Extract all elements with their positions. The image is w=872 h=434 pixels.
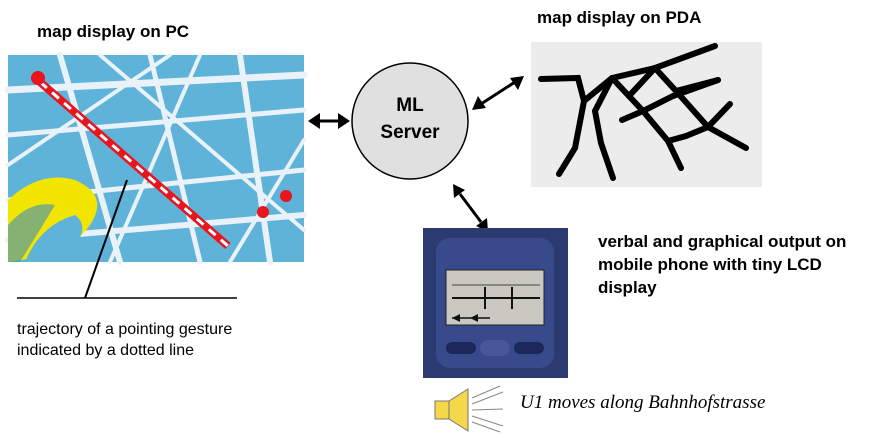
pda-map (531, 42, 762, 187)
gesture-caption: trajectory of a pointing gesture indicat… (17, 319, 357, 361)
ml-server-label-line1: ML (396, 95, 424, 116)
pc-map-title: map display on PC (37, 22, 190, 41)
pc-map (4, 52, 308, 265)
speaker-icon (434, 385, 504, 433)
gesture-pointer-line (84, 179, 128, 299)
arrow-server-mobile (453, 184, 488, 232)
arrow-server-pda (472, 76, 524, 110)
gesture-caption-line2: indicated by a dotted line (17, 342, 195, 359)
ml-server-label: ML Server (355, 92, 465, 146)
arrow-pc-server (308, 113, 350, 129)
mobile-caption: verbal and graphical output on mobile ph… (598, 232, 847, 297)
audio-output-text: U1 moves along Bahnhofstrasse (520, 392, 766, 413)
gesture-caption-line1: trajectory of a pointing gesture (17, 321, 233, 338)
pda-map-title: map display on PDA (537, 8, 702, 27)
ml-server-circle (351, 62, 469, 180)
mobile-phone (423, 228, 568, 378)
ml-server-label-line2: Server (380, 122, 440, 143)
